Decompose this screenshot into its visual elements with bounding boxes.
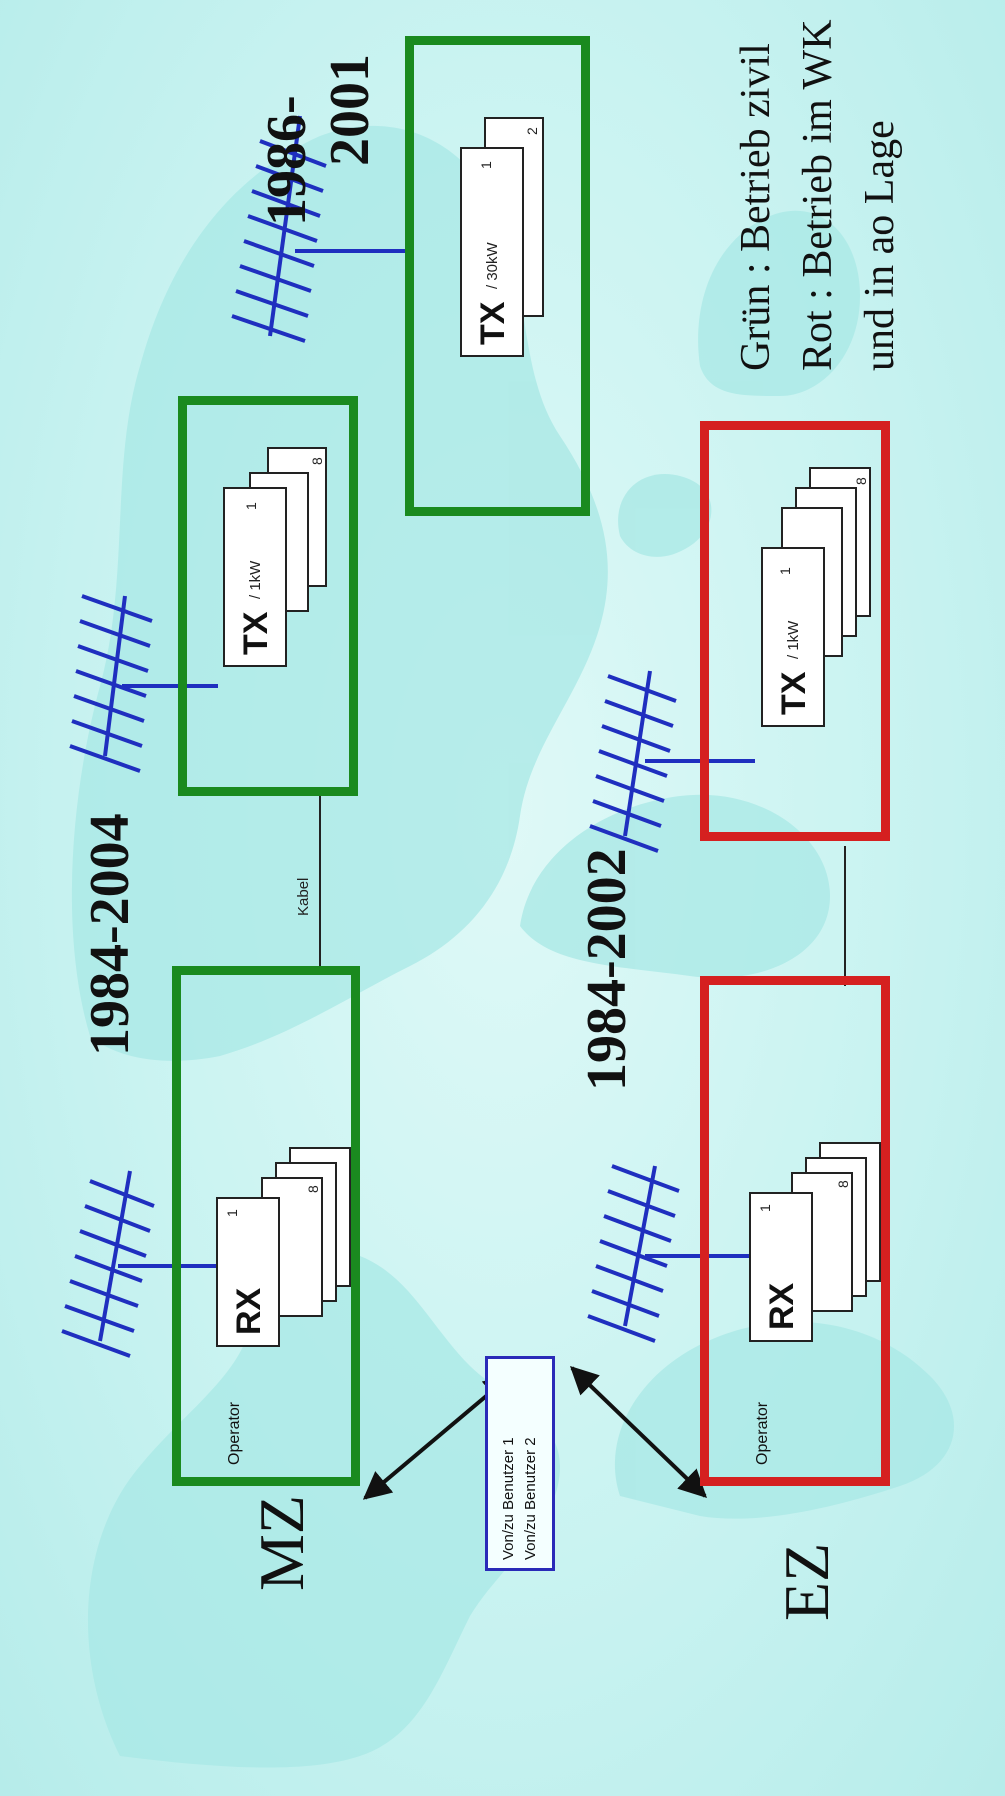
- users-box: Von/zu Benutzer 1 Von/zu Benutzer 2: [485, 1356, 555, 1571]
- mz-rx-label: RX: [230, 1287, 268, 1335]
- ez-operator-label: Operator: [754, 1401, 771, 1465]
- mz-30kw-period-line1: 1986-: [256, 95, 318, 226]
- mz-30kw-transmit-station: 2 TX / 30kW 1: [405, 36, 590, 516]
- ez-rx-last-number: 8: [835, 1180, 851, 1188]
- mz-tx-last-number: 8: [309, 457, 325, 465]
- ez-period-label: 1984-2002: [576, 848, 638, 1091]
- mz-rx-antenna-icon: [61, 1170, 155, 1358]
- mz-period-label: 1984-2004: [79, 813, 141, 1056]
- region-mz-label: MZ: [246, 1495, 317, 1591]
- mz-30kw-first-number: 1: [478, 161, 494, 169]
- mz-tx-power: / 1kW: [247, 560, 264, 599]
- mz-rx-unit: RX 1: [216, 1197, 280, 1347]
- legend: Grün : Betrieb zivil Rot : Betrieb im WK…: [725, 19, 911, 371]
- ez-tx-first-number: 1: [777, 567, 793, 575]
- legend-green: Grün : Betrieb zivil: [733, 43, 779, 371]
- ez-rx-label: RX: [763, 1282, 801, 1330]
- ez-tx-antenna-icon: [589, 670, 677, 853]
- mz-30kw-antenna-icon: [231, 115, 327, 343]
- cable-label: Kabel: [295, 877, 312, 916]
- legend-red: Rot : Betrieb im WK: [795, 19, 841, 371]
- mz-rx-first-number: 1: [224, 1209, 240, 1217]
- mz-receive-station: Operator 8 RX 1: [172, 966, 360, 1486]
- mz-transmit-station: 8 TX / 1kW 1: [178, 396, 358, 796]
- ez-tx-label: TX: [775, 671, 813, 715]
- mz-tx-label: TX: [237, 611, 275, 655]
- mz-30kw-last-number: 2: [524, 127, 540, 135]
- ez-user-arrow: [569, 1366, 708, 1498]
- user-2-label: Von/zu Benutzer 2: [522, 1437, 539, 1560]
- mz-30kw-label: TX: [474, 301, 512, 345]
- mz-30kw-unit: TX / 30kW 1: [460, 147, 524, 357]
- mz-30kw-power: / 30kW: [484, 242, 501, 289]
- region-ez-label: EZ: [771, 1542, 842, 1621]
- mz-tx-first-number: 1: [243, 502, 259, 510]
- ez-tx-unit: TX / 1kW 1: [761, 547, 825, 727]
- ez-rx-antenna-icon: [587, 1164, 680, 1343]
- mz-tx-antenna-icon: [69, 594, 153, 773]
- ez-rx-unit: RX 1: [749, 1192, 813, 1342]
- ez-transmit-station: 8 TX / 1kW 1: [700, 421, 890, 841]
- legend-red-continued: und in ao Lage: [857, 120, 903, 371]
- mz-tx-unit: TX / 1kW 1: [223, 487, 287, 667]
- ez-tx-power: / 1kW: [785, 620, 802, 659]
- mz-30kw-period-line2: 2001: [319, 54, 381, 166]
- ez-tx-last-number: 8: [853, 477, 869, 485]
- ez-receive-station: Operator 8 RX 1: [700, 976, 890, 1486]
- user-1-label: Von/zu Benutzer 1: [500, 1437, 517, 1560]
- mz-rx-last-number: 8: [305, 1185, 321, 1193]
- ez-rx-first-number: 1: [757, 1204, 773, 1212]
- mz-operator-label: Operator: [226, 1401, 243, 1465]
